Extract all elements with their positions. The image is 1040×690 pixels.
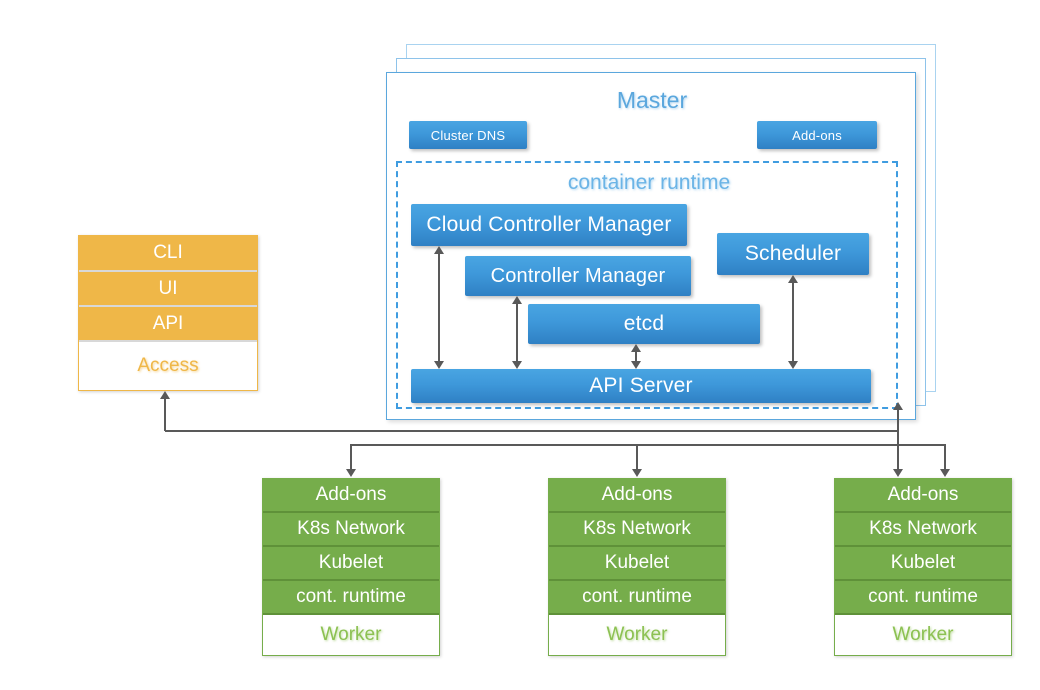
worker-1-row-cont-runtime-label: cont. runtime	[296, 586, 406, 607]
etcd-box[interactable]: etcd	[528, 304, 760, 344]
access-row-api-label: API	[152, 312, 184, 334]
access-row-cli[interactable]: CLI	[79, 236, 257, 272]
connector-scheduler-apiserver-arrow-up	[788, 275, 798, 283]
connector-etcd-apiserver	[635, 350, 637, 364]
connector-etcd-apiserver-arrow-up	[631, 344, 641, 352]
worker-1-footer-label: Worker	[320, 624, 382, 645]
connector-cm-apiserver	[516, 302, 518, 364]
bus-access-to-apiserver	[165, 430, 899, 432]
access-footer: Access	[79, 342, 257, 390]
bus-access-riser	[164, 398, 166, 431]
api-server-box[interactable]: API Server	[411, 369, 871, 403]
worker-2-footer: Worker	[549, 615, 725, 655]
master-addons-box[interactable]: Add-ons	[757, 121, 877, 149]
worker-1-row-kubelet-label: Kubelet	[318, 552, 384, 573]
bus-apiserver-to-worker-column	[897, 430, 899, 470]
worker-2-row-k8s-network[interactable]: K8s Network	[549, 513, 725, 547]
master-container-runtime-region: container runtime	[396, 161, 898, 409]
etcd-label: etcd	[623, 312, 665, 335]
worker-3-row-cont-runtime[interactable]: cont. runtime	[835, 581, 1011, 615]
master-addons-label: Add-ons	[792, 127, 842, 143]
worker-2-row-kubelet[interactable]: Kubelet	[549, 547, 725, 581]
bus-workers	[350, 444, 946, 446]
cloud-controller-manager-box[interactable]: Cloud Controller Manager	[411, 204, 687, 246]
worker-node-3[interactable]: Add-ons K8s Network Kubelet cont. runtim…	[834, 478, 1012, 656]
worker-3-row-k8s-network[interactable]: K8s Network	[835, 513, 1011, 547]
worker-1-row-addons-label: Add-ons	[315, 484, 387, 505]
worker-2-row-cont-runtime[interactable]: cont. runtime	[549, 581, 725, 615]
access-row-ui-label: UI	[158, 277, 178, 299]
connector-ccm-apiserver-arrow-up	[434, 246, 444, 254]
bus-apiserver-column-arrow-down	[893, 469, 903, 477]
worker-1-row-cont-runtime[interactable]: cont. runtime	[263, 581, 439, 615]
worker-3-footer-label: Worker	[892, 624, 954, 645]
connector-cm-apiserver-arrow-down	[512, 361, 522, 369]
worker-1-footer: Worker	[263, 615, 439, 655]
bus-worker-3-drop	[944, 444, 946, 470]
scheduler-box[interactable]: Scheduler	[717, 233, 869, 275]
worker-node-1[interactable]: Add-ons K8s Network Kubelet cont. runtim…	[262, 478, 440, 656]
connector-cm-apiserver-arrow-up	[512, 296, 522, 304]
connector-ccm-apiserver-arrow-down	[434, 361, 444, 369]
controller-manager-label: Controller Manager	[490, 264, 666, 287]
api-server-label: API Server	[589, 374, 693, 397]
container-runtime-title: container runtime	[567, 171, 731, 194]
worker-3-row-k8s-network-label: K8s Network	[869, 518, 977, 539]
worker-2-row-k8s-network-label: K8s Network	[583, 518, 691, 539]
cloud-controller-manager-label: Cloud Controller Manager	[426, 213, 672, 236]
worker-node-2[interactable]: Add-ons K8s Network Kubelet cont. runtim…	[548, 478, 726, 656]
worker-3-row-addons-label: Add-ons	[887, 484, 959, 505]
worker-3-row-cont-runtime-label: cont. runtime	[868, 586, 978, 607]
worker-3-row-kubelet[interactable]: Kubelet	[835, 547, 1011, 581]
bus-access-arrow-up	[160, 391, 170, 399]
access-footer-label: Access	[137, 355, 199, 376]
scheduler-label: Scheduler	[744, 242, 842, 265]
worker-3-row-addons[interactable]: Add-ons	[835, 479, 1011, 513]
bus-apiserver-arrow-up	[893, 402, 903, 410]
master-title: Master	[616, 87, 688, 113]
bus-worker-1-drop	[350, 444, 352, 470]
access-row-ui[interactable]: UI	[79, 272, 257, 307]
worker-2-row-kubelet-label: Kubelet	[604, 552, 670, 573]
worker-2-row-addons-label: Add-ons	[601, 484, 673, 505]
master-node[interactable]: Master Cluster DNS Add-ons container run…	[386, 72, 916, 420]
worker-3-row-kubelet-label: Kubelet	[890, 552, 956, 573]
access-node[interactable]: CLI UI API Access	[78, 235, 258, 391]
connector-scheduler-apiserver	[792, 281, 794, 364]
access-row-api[interactable]: API	[79, 307, 257, 342]
bus-worker-1-arrow-down	[346, 469, 356, 477]
worker-1-row-kubelet[interactable]: Kubelet	[263, 547, 439, 581]
bus-apiserver-riser	[897, 409, 899, 431]
worker-2-footer-label: Worker	[606, 624, 668, 645]
worker-1-row-k8s-network[interactable]: K8s Network	[263, 513, 439, 547]
worker-2-row-addons[interactable]: Add-ons	[549, 479, 725, 513]
worker-3-footer: Worker	[835, 615, 1011, 655]
bus-worker-2-drop	[636, 444, 638, 470]
worker-2-row-cont-runtime-label: cont. runtime	[582, 586, 692, 607]
connector-scheduler-apiserver-arrow-down	[788, 361, 798, 369]
bus-worker-2-arrow-down	[632, 469, 642, 477]
connector-etcd-apiserver-arrow-down	[631, 361, 641, 369]
worker-1-row-k8s-network-label: K8s Network	[297, 518, 405, 539]
worker-1-row-addons[interactable]: Add-ons	[263, 479, 439, 513]
master-cluster-dns-label: Cluster DNS	[430, 127, 506, 143]
master-cluster-dns-box[interactable]: Cluster DNS	[409, 121, 527, 149]
connector-ccm-apiserver	[438, 252, 440, 364]
bus-worker-3-arrow-down	[940, 469, 950, 477]
access-row-cli-label: CLI	[153, 242, 183, 263]
controller-manager-box[interactable]: Controller Manager	[465, 256, 691, 296]
